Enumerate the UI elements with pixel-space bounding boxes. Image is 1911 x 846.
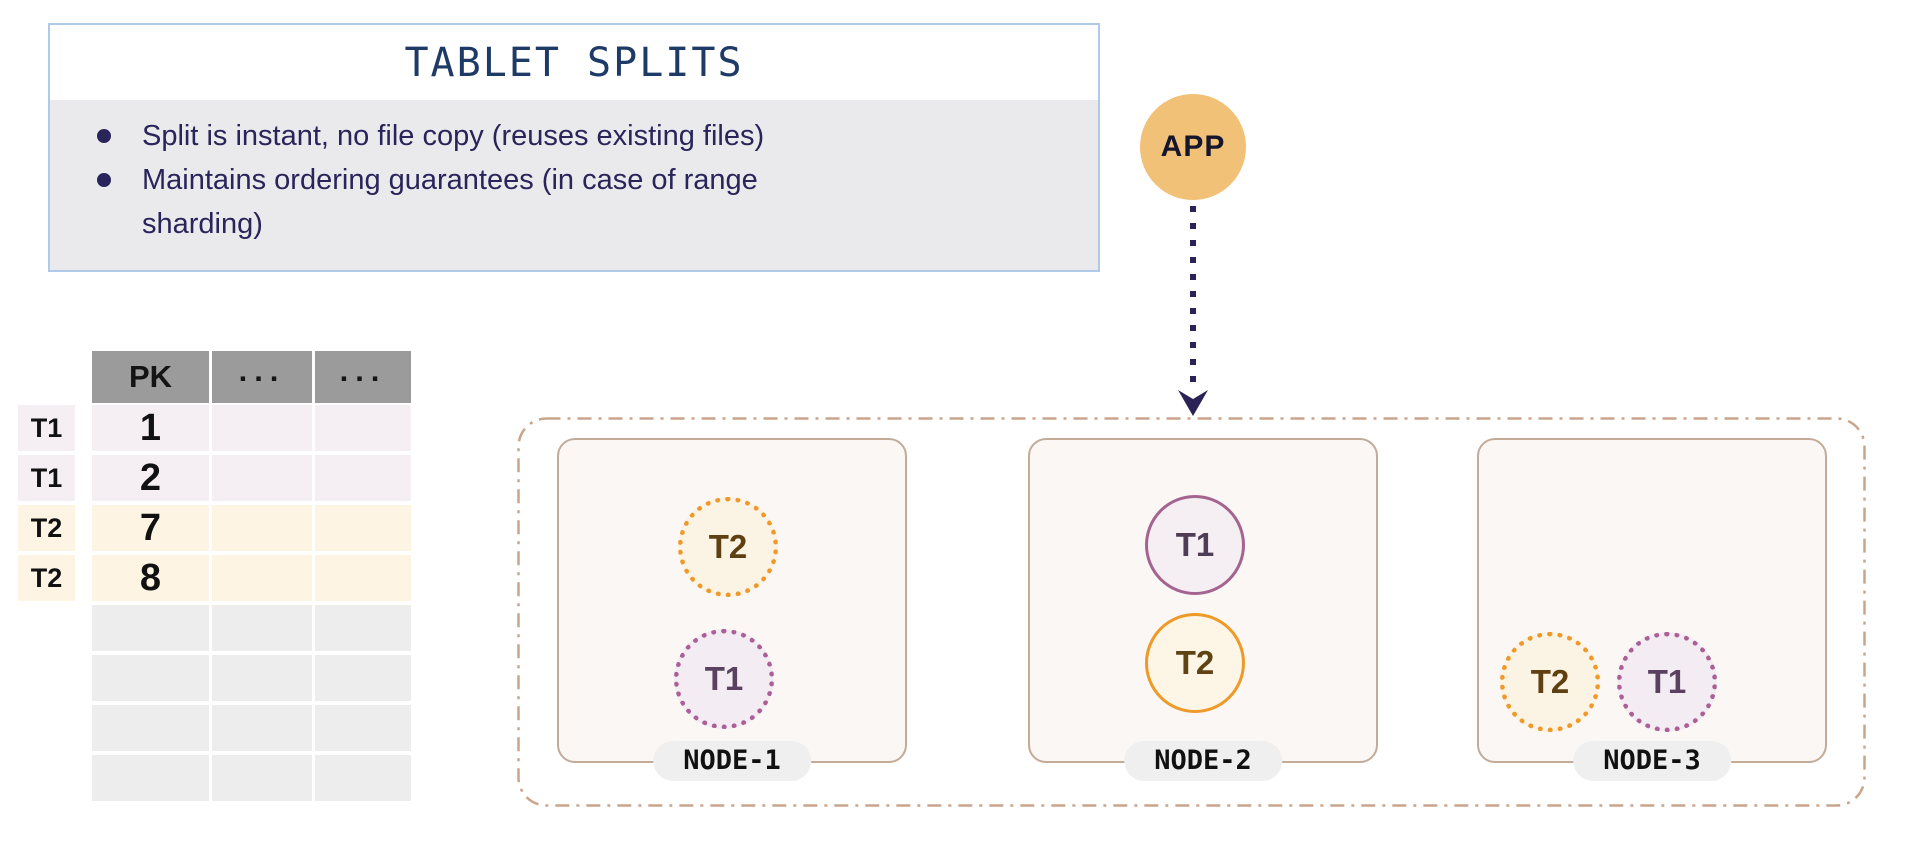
pk-cell: 1	[92, 405, 209, 451]
app-circle: APP	[1140, 94, 1246, 200]
row-chip-label: T2	[30, 512, 63, 543]
bullet-icon	[97, 129, 111, 143]
table-row-empty	[92, 655, 411, 701]
tablet-row-chips: T1 T1 T2 T2	[18, 405, 75, 601]
table-row-empty	[92, 605, 411, 651]
pk-cell: 8	[92, 555, 209, 601]
empty-cell	[315, 605, 411, 651]
tablet-label: T1	[1175, 526, 1215, 563]
tablet-label: T2	[1175, 644, 1215, 681]
node-card-2: T1 T2 NODE-2	[1028, 438, 1378, 781]
tablet-label: T2	[1530, 663, 1570, 700]
table-row-empty	[92, 705, 411, 751]
empty-cell	[92, 605, 209, 651]
empty-cell	[212, 455, 312, 501]
empty-cell	[315, 505, 411, 551]
cluster-container: T2 T1 NODE-1 T1 T2 NODE-2 T2	[517, 417, 1866, 807]
table-row: 7	[92, 505, 411, 551]
empty-cell	[92, 655, 209, 701]
empty-cell	[212, 405, 312, 451]
tablet-circle-t1-dotted: T1	[1617, 632, 1717, 732]
node-card-1: T2 T1 NODE-1	[557, 438, 907, 781]
tablet-label: T2	[708, 528, 748, 565]
row-chip-t2: T2	[18, 555, 75, 601]
row-chip-t1: T1	[18, 455, 75, 501]
tablet-label: T1	[704, 660, 744, 697]
empty-cell	[212, 605, 312, 651]
bullet-list: Split is instant, no file copy (reuses e…	[50, 100, 1098, 246]
pk-cell: 7	[92, 505, 209, 551]
empty-cell	[315, 455, 411, 501]
bullet-text: Split is instant, no file copy (reuses e…	[142, 120, 765, 152]
header-cell-pk: PK	[92, 351, 209, 403]
row-chip-t2: T2	[18, 505, 75, 551]
cluster-dashed-border	[517, 417, 1866, 807]
table-header-row: PK ... ...	[92, 351, 411, 403]
pk-cell: 2	[92, 455, 209, 501]
header-label: ...	[339, 353, 387, 388]
pk-value: 7	[139, 506, 162, 549]
empty-cell	[212, 705, 312, 751]
pk-value: 8	[139, 556, 162, 599]
table-row: 1	[92, 405, 411, 451]
bullet-item: Maintains ordering guarantees (in case o…	[50, 158, 1068, 246]
node-card-3: T2 T1 NODE-3	[1477, 438, 1827, 781]
pk-value: 2	[139, 456, 162, 499]
tablet-circle-t2-dotted: T2	[1500, 632, 1600, 732]
empty-cell	[315, 405, 411, 451]
tablet-label: T1	[1647, 663, 1687, 700]
info-box: TABLET SPLITS Split is instant, no file …	[48, 23, 1100, 272]
empty-cell	[212, 755, 312, 801]
row-chip-label: T1	[30, 412, 63, 443]
tablet-circle-t2-solid: T2	[1145, 613, 1245, 713]
header-label: PK	[128, 359, 173, 394]
empty-cell	[315, 755, 411, 801]
empty-cell	[92, 705, 209, 751]
bullet-item: Split is instant, no file copy (reuses e…	[50, 114, 1068, 158]
tablet-circle-t1-solid: T1	[1145, 495, 1245, 595]
row-chip-t1: T1	[18, 405, 75, 451]
app-label: APP	[1160, 130, 1226, 163]
bullet-icon	[97, 173, 111, 187]
bullet-text-wrap: sharding)	[142, 208, 263, 240]
bullet-text: Maintains ordering guarantees (in case o…	[142, 164, 758, 196]
table-row: 8	[92, 555, 411, 601]
empty-cell	[212, 555, 312, 601]
empty-cell	[212, 505, 312, 551]
table-row-empty	[92, 755, 411, 801]
node-label: NODE-1	[683, 745, 781, 776]
row-chip-label: T2	[30, 562, 63, 593]
node-label: NODE-3	[1603, 745, 1701, 776]
header-label: ...	[238, 353, 286, 388]
header-cell-ellipsis: ...	[315, 351, 411, 403]
table-row: 2	[92, 455, 411, 501]
pk-value: 1	[139, 406, 162, 449]
header-cell-ellipsis: ...	[212, 351, 312, 403]
empty-cell	[212, 655, 312, 701]
node-label-pill: NODE-3	[1573, 741, 1731, 781]
table-grid: PK ... ... 1 2	[92, 351, 411, 805]
row-chip-label: T1	[30, 462, 63, 493]
empty-cell	[315, 555, 411, 601]
app-to-cluster-arrow-icon	[1178, 206, 1208, 416]
node-label-pill: NODE-1	[653, 741, 811, 781]
empty-cell	[315, 705, 411, 751]
empty-cell	[315, 655, 411, 701]
tablet-circle-t1-dotted: T1	[674, 629, 774, 729]
info-box-header: TABLET SPLITS	[50, 25, 1098, 100]
tablet-circle-t2-dotted: T2	[678, 497, 778, 597]
node-label-pill: NODE-2	[1124, 741, 1282, 781]
empty-cell	[92, 755, 209, 801]
info-box-title: TABLET SPLITS	[404, 39, 744, 86]
node-label: NODE-2	[1154, 745, 1252, 776]
